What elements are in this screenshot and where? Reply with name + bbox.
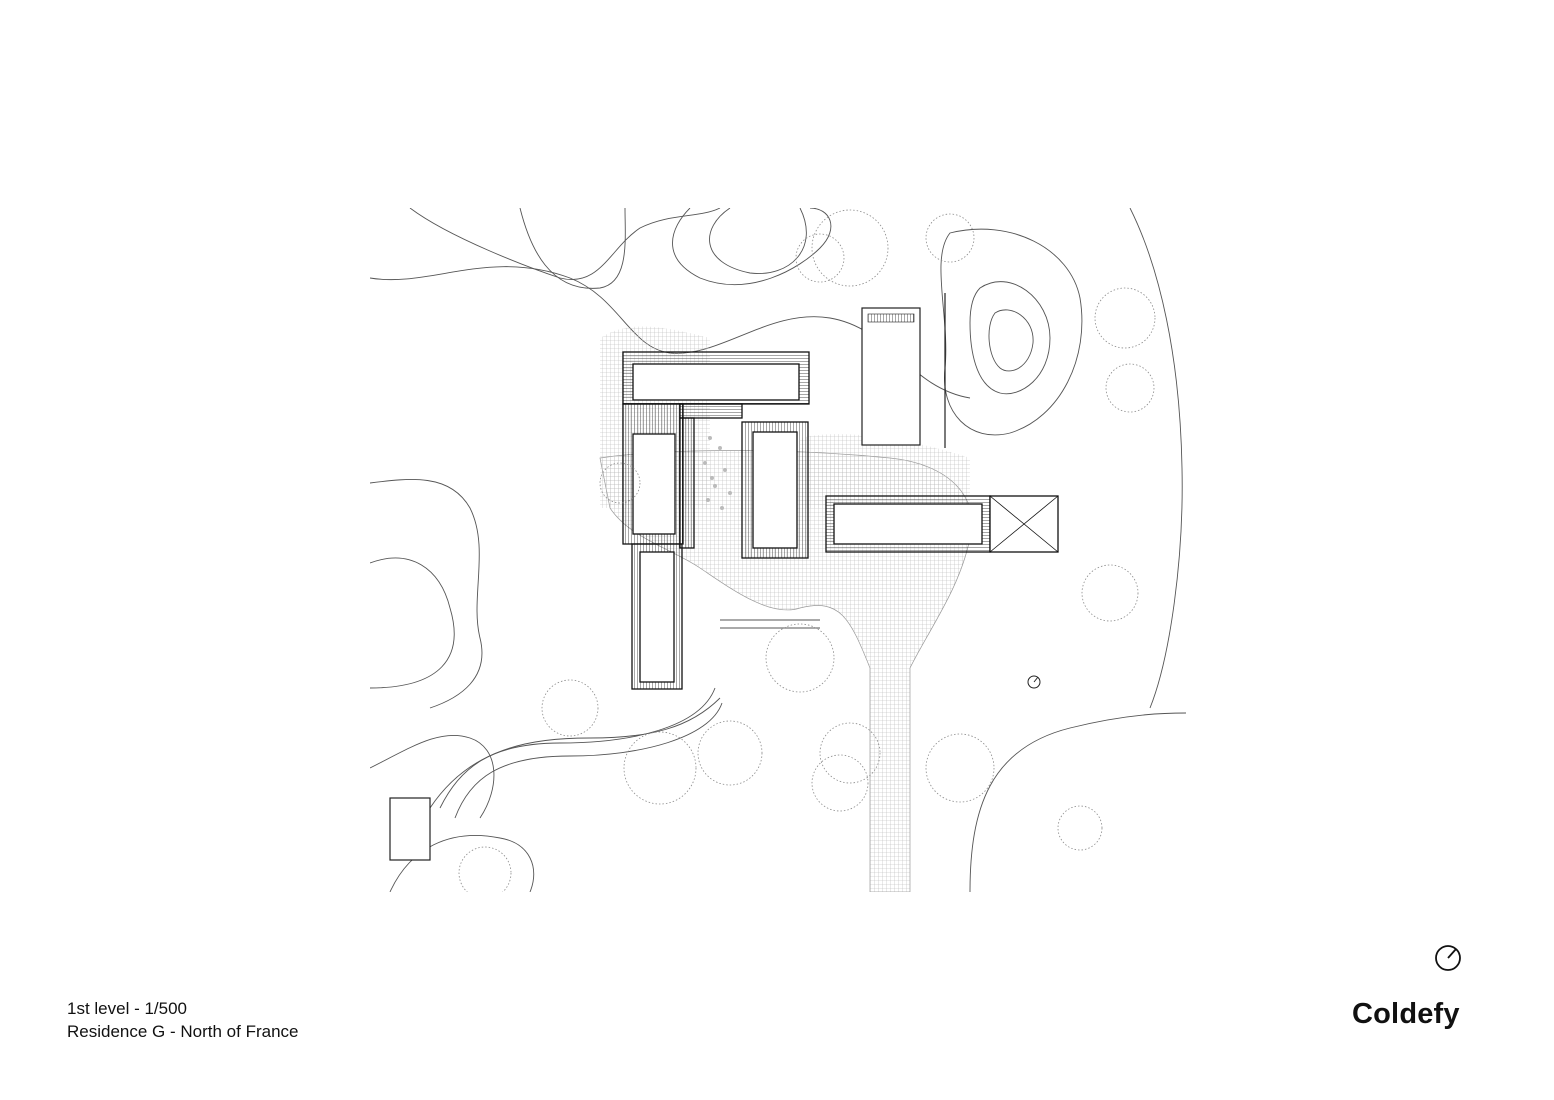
level-scale-label: 1st level - 1/500 <box>67 999 188 1018</box>
brand-logo: Coldefy <box>1352 998 1460 1030</box>
north-arrow-icon <box>1435 945 1461 971</box>
project-label: Residence G - North of France <box>67 1022 299 1041</box>
swimming-pool <box>861 293 946 448</box>
courtyard-garden <box>703 436 732 510</box>
trees <box>458 209 1156 892</box>
site-plan-drawing <box>370 208 1186 892</box>
drawing-caption: 1st level - 1/500 Residence G - North of… <box>67 997 298 1043</box>
driveway <box>439 619 820 819</box>
garage-outline <box>389 797 431 861</box>
contour-lines <box>370 208 1186 892</box>
site-marker-icon <box>1027 675 1041 689</box>
east-annex <box>825 495 1059 553</box>
